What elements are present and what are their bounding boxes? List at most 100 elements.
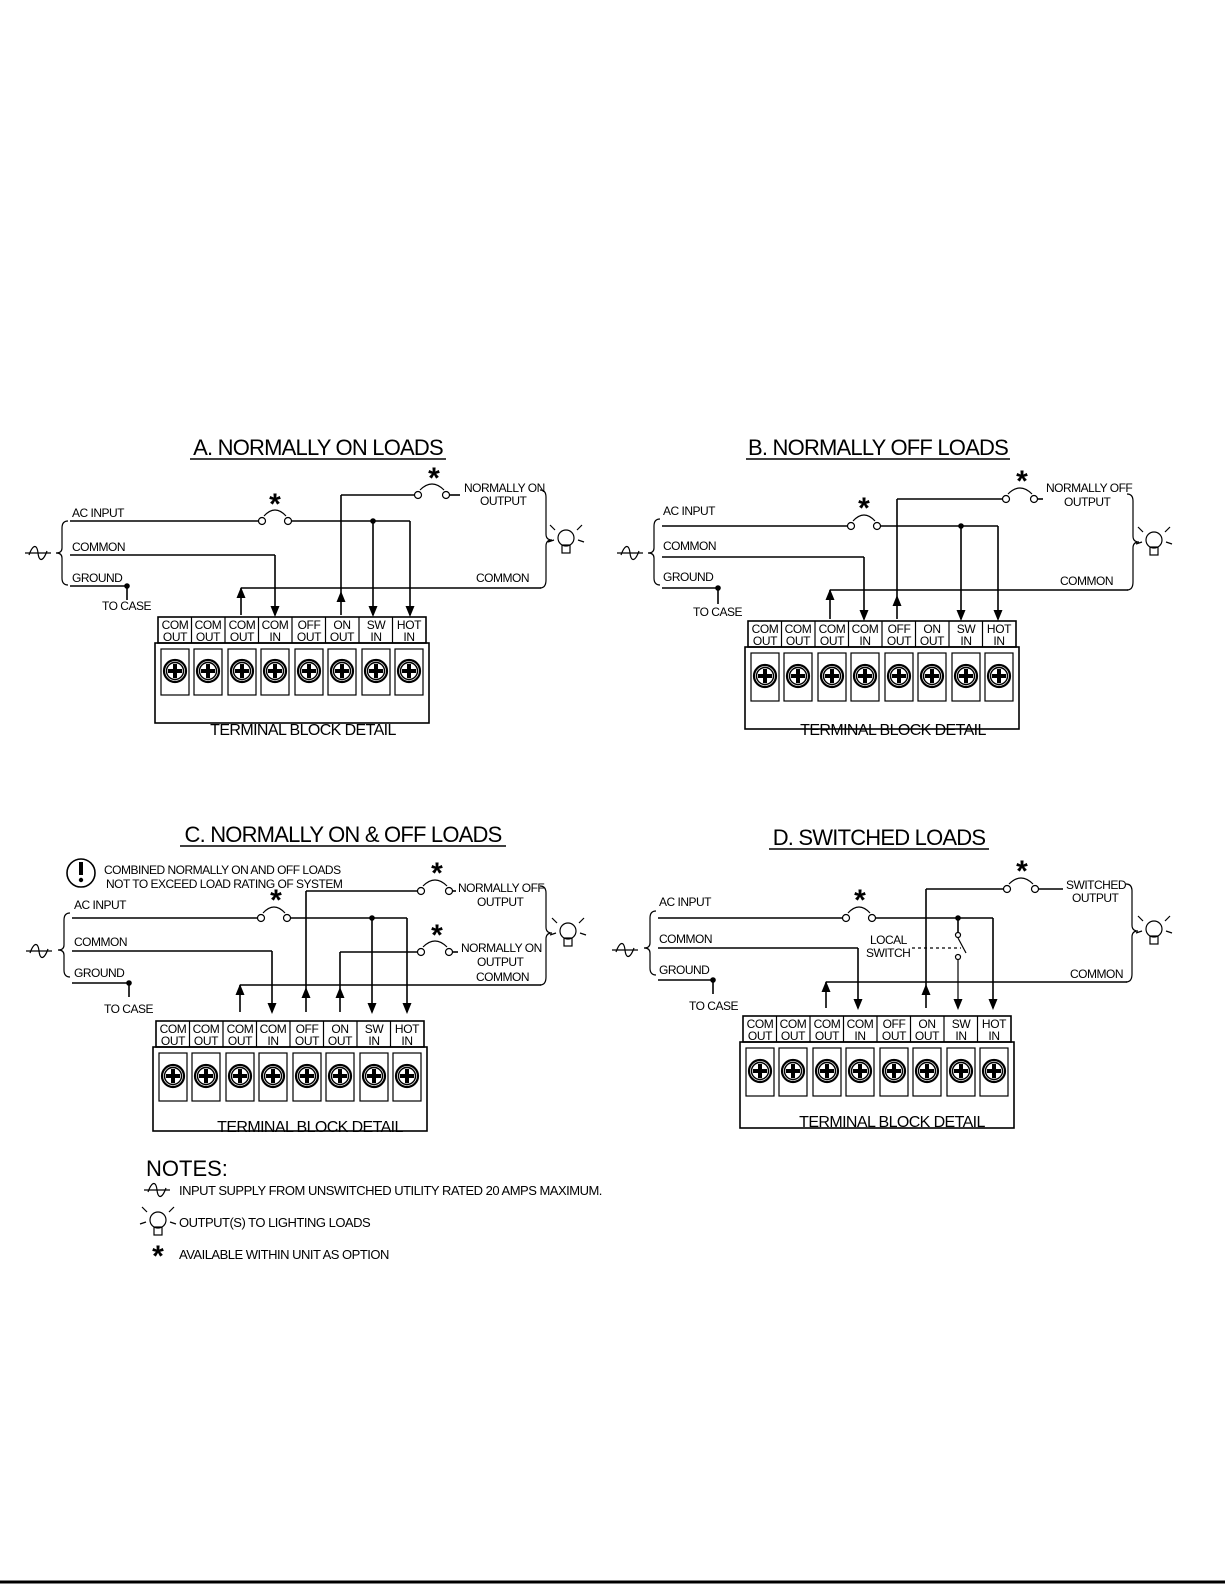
warning-text-line1: COMBINED NORMALLY ON AND OFF LOADS (104, 863, 341, 877)
terminal-label-bottom: IN (993, 634, 1004, 648)
terminal-block-caption: TERMINAL BLOCK DETAIL (210, 722, 396, 739)
common-right-label: COMMON (1060, 574, 1113, 588)
terminal-label-bottom: OUT (882, 1029, 907, 1043)
ac-input-label: AC INPUT (663, 504, 716, 518)
terminal-block: COM OUT COM OUT COM OUT COM IN OFF OUT O… (744, 620, 1020, 730)
ac-input-label: AC INPUT (74, 898, 127, 912)
output1-label-line1: NORMALLY OFF (458, 881, 544, 895)
terminal-columns (780, 621, 984, 647)
terminal-label-bottom: OUT (295, 1034, 320, 1048)
screw-icon (227, 1063, 253, 1089)
screw-icon (953, 663, 979, 689)
terminal-label-bottom: OUT (330, 630, 355, 644)
to-case-label: TO CASE (693, 605, 742, 619)
terminal-label-bottom: OUT (820, 634, 845, 648)
screw-icon (948, 1058, 974, 1084)
ac-supply-icon (25, 943, 53, 959)
terminal-block-caption: TERMINAL BLOCK DETAIL (800, 722, 986, 739)
terminal-labels: COM OUT COM OUT COM OUT COM IN OFF OUT O… (747, 1017, 1008, 1043)
ac-supply-icon (611, 942, 639, 958)
terminal-label-bottom: OUT (163, 630, 188, 644)
ground-label: GROUND (659, 963, 710, 977)
terminal-label-bottom: IN (955, 1029, 966, 1043)
screw-icon (919, 663, 945, 689)
screw-icon (881, 1058, 907, 1084)
screw-icon (296, 658, 322, 684)
terminal-columns (775, 1016, 979, 1042)
terminal-label-top: COM (160, 1022, 187, 1036)
notes-heading: NOTES: (146, 1156, 228, 1181)
terminal-label-top: COM (814, 1017, 841, 1031)
screw-icon (852, 663, 878, 689)
option-asterisk: * (428, 462, 440, 495)
panel-b-title: B. NORMALLY OFF LOADS (748, 435, 1008, 460)
terminal-columns (188, 1021, 392, 1047)
lamp-icon (1135, 915, 1173, 945)
terminal-screws (752, 663, 1012, 689)
option-asterisk: * (858, 492, 870, 525)
terminal-label-top: OFF (883, 1017, 906, 1031)
screw-icon (986, 663, 1012, 689)
output-brace (1125, 883, 1139, 983)
output2-label-line1: NORMALLY ON (461, 941, 542, 955)
terminal-label-bottom: IN (269, 630, 280, 644)
input-brace (647, 518, 661, 586)
input-brace (57, 912, 71, 978)
screw-icon (229, 658, 255, 684)
screw-icon (396, 658, 422, 684)
terminal-label-bottom: IN (401, 1034, 412, 1048)
common-right-label: COMMON (476, 970, 529, 984)
terminal-label-top: COM (262, 618, 289, 632)
terminal-cells (750, 652, 1014, 702)
terminal-cells (158, 1052, 422, 1102)
note-item: AVAILABLE WITHIN UNIT AS OPTION (179, 1247, 389, 1262)
to-case-label: TO CASE (102, 599, 151, 613)
screw-icon (914, 1058, 940, 1084)
terminal-label-bottom: IN (988, 1029, 999, 1043)
terminal-block: COM OUT COM OUT COM OUT COM IN OFF OUT O… (739, 1015, 1015, 1129)
terminal-label-bottom: OUT (328, 1034, 353, 1048)
panel-d: D. SWITCHED LOADS AC INPUT COMMON GROUND… (611, 825, 1173, 1131)
output-label-line2: OUTPUT (1064, 495, 1112, 509)
terminal-label-top: OFF (888, 622, 911, 636)
screw-icon (329, 658, 355, 684)
common-label: COMMON (72, 540, 125, 554)
terminal-block-caption: TERMINAL BLOCK DETAIL (217, 1119, 403, 1136)
option-asterisk: * (854, 884, 866, 917)
output-label-line1: SWITCHED (1066, 878, 1127, 892)
to-case-label: TO CASE (104, 1002, 153, 1016)
screw-icon (747, 1058, 773, 1084)
terminal-label-bottom: OUT (887, 634, 912, 648)
terminal-columns (190, 617, 394, 643)
terminal-label-top: ON (918, 1017, 935, 1031)
terminal-label-top: SW (957, 622, 977, 636)
screw-icon (847, 1058, 873, 1084)
ac-supply-icon (616, 545, 644, 561)
output-label-line2: OUTPUT (1072, 891, 1120, 905)
ac-supply-icon (24, 545, 52, 561)
warning-icon (66, 858, 96, 888)
terminal-label-top: COM (227, 1022, 254, 1036)
screw-icon (752, 663, 778, 689)
terminal-label-top: COM (785, 622, 812, 636)
screw-icon (394, 1063, 420, 1089)
screw-icon (886, 663, 912, 689)
panel-b: B. NORMALLY OFF LOADS AC INPUT COMMON GR… (616, 435, 1173, 739)
terminal-label-top: COM (752, 622, 779, 636)
option-asterisk: * (431, 857, 443, 890)
output1-label-line2: OUTPUT (477, 895, 525, 909)
screw-icon (294, 1063, 320, 1089)
terminal-label-bottom: OUT (815, 1029, 840, 1043)
screw-icon (361, 1063, 387, 1089)
screw-icon (780, 1058, 806, 1084)
screw-icon (981, 1058, 1007, 1084)
common-label: COMMON (74, 935, 127, 949)
terminal-label-bottom: IN (854, 1029, 865, 1043)
terminal-label-bottom: OUT (194, 1034, 219, 1048)
note-item: INPUT SUPPLY FROM UNSWITCHED UTILITY RAT… (179, 1183, 602, 1198)
input-brace (55, 520, 69, 586)
screw-icon (262, 658, 288, 684)
terminal-label-top: OFF (298, 618, 321, 632)
terminal-label-top: COM (162, 618, 189, 632)
screw-icon (363, 658, 389, 684)
